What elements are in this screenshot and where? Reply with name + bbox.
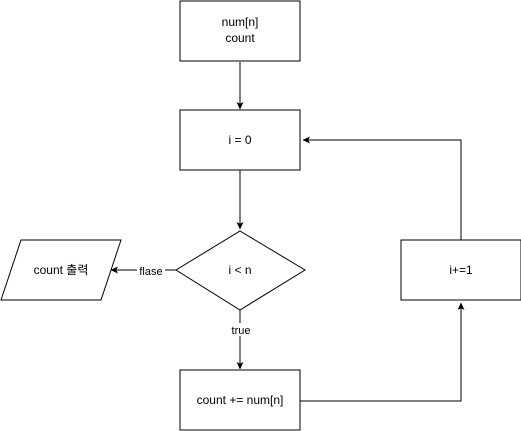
condition-label: i < n bbox=[228, 263, 251, 277]
output-parallelogram bbox=[0, 239, 122, 301]
edge-increment-to-assign bbox=[302, 136, 462, 240]
accumulate-label: count += num[n] bbox=[197, 393, 284, 407]
true-label: true bbox=[232, 325, 251, 337]
init-line-2: count bbox=[225, 31, 255, 45]
condition-diamond bbox=[175, 230, 306, 311]
edge-accumulate-to-increment bbox=[300, 302, 465, 402]
assign-box bbox=[179, 109, 301, 171]
assign-label: i = 0 bbox=[228, 133, 251, 147]
false-label-bg bbox=[137, 264, 165, 277]
output-label: count 출력 bbox=[34, 263, 89, 277]
increment-label: i+=1 bbox=[449, 263, 473, 277]
init-box bbox=[179, 0, 301, 62]
increment-box bbox=[400, 239, 521, 301]
false-label: flase bbox=[139, 266, 162, 278]
accumulate-box bbox=[179, 369, 301, 431]
true-label-bg bbox=[229, 323, 253, 336]
init-line-1: num[n] bbox=[222, 15, 259, 29]
